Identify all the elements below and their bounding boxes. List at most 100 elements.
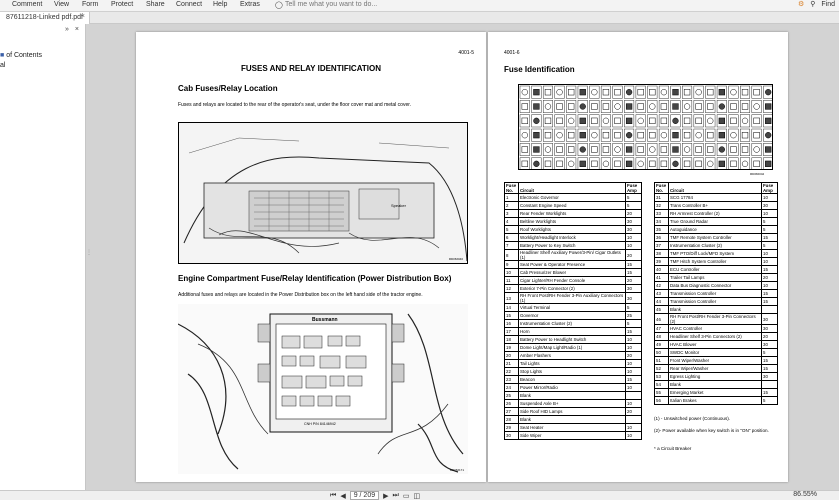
fuse-number-cell: 37 <box>654 241 669 250</box>
circuit-cell: Roof Worklights <box>518 225 626 234</box>
sidebar-resize-handle[interactable]: ⋮ <box>86 250 92 256</box>
fuse-amp-cell: 20 <box>625 276 642 285</box>
pdf-page-left: 4001-5 FUSES AND RELAY IDENTIFICATION Ca… <box>136 32 486 482</box>
menu-share[interactable]: Share <box>146 1 165 8</box>
fuse-slot-icon <box>705 157 716 169</box>
document-tab[interactable]: 87611218-Linked pdf.pdf × <box>0 12 90 24</box>
menu-extras[interactable]: Extras <box>240 1 260 8</box>
fuse-slot-icon <box>728 143 739 156</box>
fuse-slot-icon <box>716 157 727 169</box>
fuse-number-cell: 13 <box>504 292 519 304</box>
settings-icon[interactable]: ⚙ <box>797 1 805 8</box>
circuit-cell: Beacon <box>518 375 626 384</box>
fuse-slot-icon <box>554 128 565 142</box>
circuit-cell: Headliner Shelf 3-Pin Connectors (2) <box>668 332 762 341</box>
fuse-slot-icon <box>682 128 693 142</box>
fuse-slot-icon <box>647 100 658 113</box>
fuse-number-cell: 18 <box>504 335 519 344</box>
zoom-level[interactable]: 86.55% <box>793 491 817 498</box>
circuit-cell: Rear Fender Worklights <box>518 209 626 218</box>
circuit-cell: Front Wiper/Washer <box>668 356 762 365</box>
fuse-slot-icon <box>519 157 530 169</box>
first-page-icon[interactable]: ⏮ <box>330 491 337 499</box>
fuse-number-cell: 19 <box>504 343 519 352</box>
tell-me-search[interactable]: Tell me what you want to do... <box>285 1 378 8</box>
fuse-amp-cell: 30 <box>761 201 778 210</box>
fuse-amp-cell: 10 <box>625 383 642 392</box>
fuse-number-cell: 43 <box>654 289 669 298</box>
circuit-cell: Blank <box>518 391 626 400</box>
fuse-number-cell: 41 <box>654 273 669 282</box>
fuse-slot-icon <box>728 157 739 169</box>
menu-view[interactable]: View <box>54 1 70 8</box>
footnote: (2)- Power available when key switch is … <box>654 428 769 433</box>
search-icon[interactable]: ⚲ <box>810 1 816 8</box>
fuse-amp-cell: 10 <box>625 399 642 408</box>
fuse-slot-icon <box>705 143 716 156</box>
fuse-number-cell: 17 <box>504 327 519 336</box>
fuse-number-cell: 38 <box>654 249 669 258</box>
fuse-slot-icon <box>531 143 542 156</box>
close-icon[interactable]: × <box>74 26 79 33</box>
fuse-amp-cell <box>761 305 778 314</box>
single-page-view-icon[interactable]: ▭ <box>402 492 410 500</box>
fuse-slot-icon <box>519 128 530 142</box>
previous-page-icon[interactable]: ◀ <box>340 492 346 500</box>
circuit-cell: Data Bus Diagnostic Connector <box>668 281 762 290</box>
fuse-amp-cell <box>625 415 642 424</box>
power-distribution-figure: Bussmann CNH P/N 84146942 RD08J171 <box>178 304 468 474</box>
fuse-slot-icon <box>728 100 739 113</box>
menu-form[interactable]: Form <box>82 1 99 8</box>
double-chevron-right-icon[interactable]: » <box>65 26 69 33</box>
menu-protect[interactable]: Protect <box>111 1 134 8</box>
fuse-slot-icon <box>647 128 658 142</box>
fuse-slot-icon <box>705 128 716 142</box>
find-label[interactable]: Find <box>821 0 835 8</box>
circuit-cell: Trailer Tail Lamps <box>668 273 762 282</box>
circuit-cell: Blank <box>518 415 626 424</box>
page-navigation: ⏮ ◀ 9 / 209 ▶ ⏭ ▭ ◫ <box>330 491 420 500</box>
fuse-number-cell: 4 <box>504 217 519 226</box>
last-page-icon[interactable]: ⏭ <box>392 491 399 499</box>
next-page-icon[interactable]: ▶ <box>383 492 389 500</box>
sidebar-item-manual[interactable]: al <box>0 62 5 69</box>
fuse-number-cell: 52 <box>654 364 669 373</box>
circuit-cell: Battery Power to Headlight Switch <box>518 335 626 344</box>
fuse-number-cell: 28 <box>504 415 519 424</box>
fuse-slot-icon <box>589 114 600 128</box>
fuse-slot-icon <box>763 157 772 169</box>
fuse-slot-icon <box>728 128 739 142</box>
document-viewer[interactable]: ⋮ 4001-5 FUSES AND RELAY IDENTIFICATION … <box>86 24 839 490</box>
fuse-slot-icon <box>635 143 646 156</box>
fuse-number-cell: 26 <box>504 399 519 408</box>
menu-help[interactable]: Help <box>213 1 228 8</box>
fuse-slot-icon <box>682 85 693 99</box>
sidebar-item-contents[interactable]: ■ of Contents <box>0 52 42 59</box>
fuse-slot-icon <box>647 157 658 169</box>
fuse-number-cell: 44 <box>654 297 669 306</box>
circuit-cell: Beltline Worklights <box>518 217 626 226</box>
menu-connect[interactable]: Connect <box>176 1 203 8</box>
menu-comment[interactable]: Comment <box>12 1 43 8</box>
fuse-slot-icon <box>624 143 635 156</box>
pdf-page-right: 4001-6 Fuse Identification RD08J042 Fuse… <box>488 32 788 482</box>
two-page-view-icon[interactable]: ◫ <box>413 492 421 500</box>
page-number-input[interactable]: 9 / 209 <box>349 491 380 500</box>
fuse-number-cell: 14 <box>504 303 519 312</box>
section-heading: Engine Compartment Fuse/Relay Identifica… <box>178 274 452 283</box>
fuse-amp-cell: 5 <box>625 303 642 312</box>
circuit-cell: Exterior 7-Pin Connector (2) <box>518 284 626 293</box>
close-icon[interactable]: × <box>80 13 85 20</box>
circuit-cell: Amber Flashers <box>518 351 626 360</box>
fuse-amp-cell: 10 <box>761 209 778 218</box>
document-tab-bar: 87611218-Linked pdf.pdf × <box>0 12 839 24</box>
